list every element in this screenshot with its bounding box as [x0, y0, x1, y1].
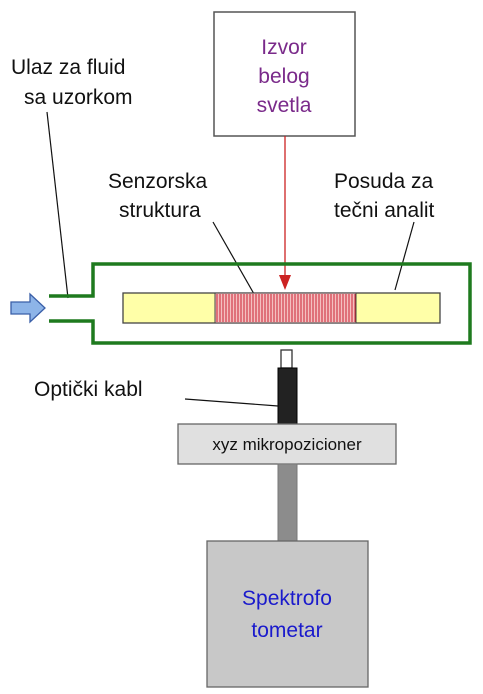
fluid-inlet-label-line2: sa uzorkom — [24, 86, 133, 109]
container-outline — [49, 262, 472, 345]
fluid-inlet-arrow — [10, 292, 46, 324]
container-leader — [394, 221, 415, 291]
container-label-line2: tečni analit — [334, 199, 435, 222]
sensor-grating-lines — [216, 294, 356, 322]
light-source-label-line3: svetla — [257, 94, 312, 117]
support-post — [277, 463, 298, 542]
light-source-label-line2: belog — [258, 65, 309, 88]
micropositioner-box — [177, 423, 397, 465]
light-source-label-line1: Izvor — [261, 36, 307, 59]
micropositioner-label: xyz mikropozicioner — [212, 435, 362, 454]
optical-cable-label: Optički kabl — [34, 378, 143, 401]
spectrophotometer-box — [206, 540, 369, 688]
sensor-structure-label-line1: Senzorska — [108, 170, 208, 193]
light-source-box — [213, 11, 356, 137]
fluid-inlet-leader — [46, 111, 69, 299]
sensor-structure-label-line2: struktura — [119, 199, 201, 222]
optical-cable-leader — [184, 398, 279, 407]
light-ray-arrowhead — [279, 275, 291, 290]
container-label-line1: Posuda za — [334, 170, 434, 193]
spectrophotometer-label-line1: Spektrofo — [242, 587, 332, 610]
optical-cable — [277, 367, 298, 425]
fluid-inlet-label-line1: Ulaz za fluid — [11, 56, 125, 79]
spectrophotometer-label-line2: tometar — [251, 619, 322, 642]
fiber-connector-tip — [280, 349, 293, 369]
